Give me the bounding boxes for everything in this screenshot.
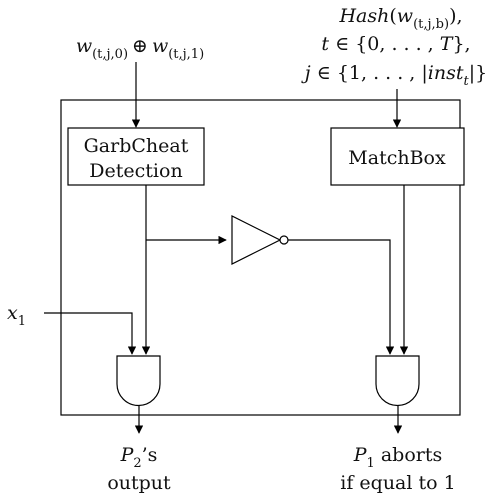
- garbcheat-detection-box: [67, 127, 205, 186]
- matchbox-label: MatchBox: [348, 147, 446, 169]
- hash-label-line3: j ∈ {1, . . . , |instt|}: [301, 62, 487, 89]
- p2-output-line2: output: [107, 472, 171, 494]
- not-output-wire: [288, 239, 395, 355]
- outer-frame: [60, 99, 461, 416]
- p1-aborts-line2: if equal to 1: [340, 472, 455, 494]
- x1-input-wire: [44, 312, 137, 355]
- p2-output-line1: P2’s: [120, 444, 158, 471]
- hash-label-line2: t ∈ {0, . . . , T},: [321, 33, 470, 55]
- xor-input-label: w(t,j,0)⊕w(t,j,1): [76, 35, 204, 62]
- matchbox-box: [330, 127, 465, 186]
- not-gate: [231, 215, 282, 265]
- x1-label: x1: [7, 302, 26, 329]
- garbcheat-label-line2: Detection: [89, 160, 182, 182]
- garbcheat-label-line1: GarbCheat: [84, 135, 189, 157]
- left-and-gate: [116, 355, 161, 407]
- hash-label-line1: Hash(w(t,j,b)),: [338, 5, 462, 32]
- right-and-gate: [375, 355, 420, 407]
- p1-aborts-line1: P1 aborts: [353, 444, 443, 471]
- not-gate-bubble: [279, 235, 289, 245]
